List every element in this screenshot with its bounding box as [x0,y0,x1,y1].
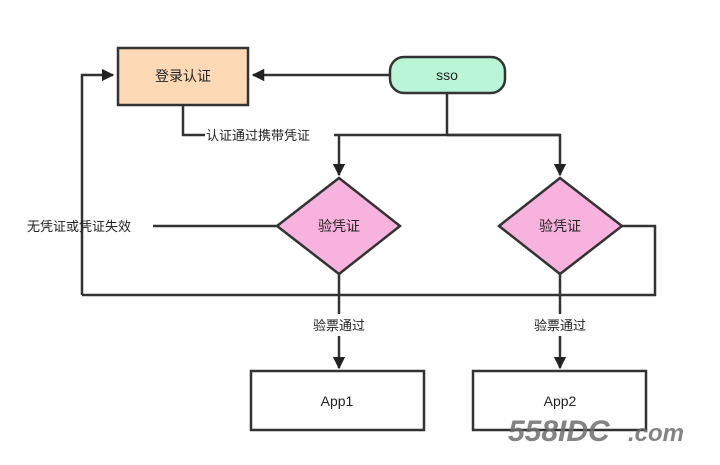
verify1-label: 验凭证 [318,219,360,235]
label-ticket-pass-1: 验票通过 [313,318,365,334]
label-no-credential: 无凭证或凭证失效 [27,220,131,235]
label-auth-pass: 认证通过携带凭证 [206,128,310,144]
edge-verify2-reject [82,224,657,297]
app1-box [249,369,426,432]
verify2-label: 验凭证 [539,219,581,235]
login-label: 登录认证 [155,69,211,85]
edges [80,68,657,370]
edge-login-down [181,105,205,137]
node-verify2: 验凭证 [496,176,625,276]
app1-label: App1 [321,393,354,409]
edge-labels: 认证通过携带凭证 无凭证或凭证失效 验票通过 验票通过 [27,126,593,335]
label-ticket-pass-2: 验票通过 [534,318,586,334]
watermark-main: 558IDC [508,415,611,448]
app2-label: App2 [544,393,577,409]
verify2-diamond [496,176,625,276]
node-sso: sso [388,55,507,95]
edge-to-verify2 [447,133,567,177]
app2-box [471,369,648,432]
node-login: 登录认证 [116,46,250,107]
watermark-suffix: .com [628,420,684,447]
watermark: 558IDC .com [508,415,684,448]
sso-label: sso [436,67,458,83]
sso-pill [388,55,507,95]
verify1-diamond [274,176,403,276]
node-app1: App1 [249,369,426,432]
node-verify1: 验凭证 [274,176,403,276]
login-box [116,46,250,107]
node-app2: App2 [471,369,648,432]
edge-feedback-to-login [80,68,115,295]
